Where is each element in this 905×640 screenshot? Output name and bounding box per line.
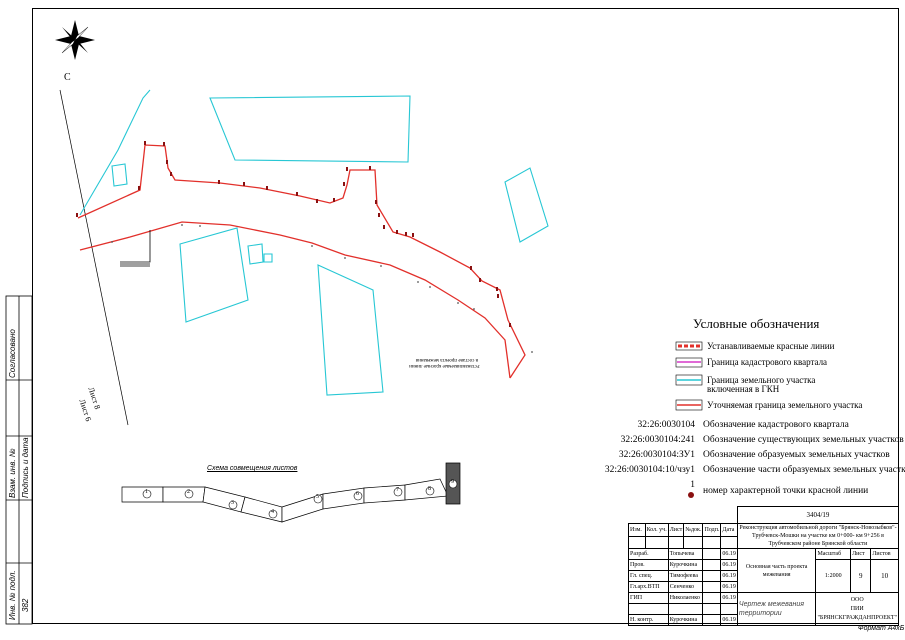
person: Николаенко (667, 592, 704, 604)
date: 06.19 (720, 548, 738, 560)
code-text: Обозначение кадастрового квартала (703, 420, 849, 430)
side-inv-original: Инв. № подл. (8, 570, 17, 620)
sheet-number: 2 (187, 489, 190, 495)
legend-item-boundary: Уточняемая граница земельного участка (707, 400, 863, 410)
role: Н. контр. (628, 614, 669, 626)
callout-lines (120, 230, 151, 267)
scale-label: Масштаб (815, 548, 852, 560)
role: ГИП (628, 592, 669, 604)
legend-item-red-lines: Устанавливаемые красные линии (707, 341, 835, 351)
person: Топычева (667, 548, 704, 560)
sheet-number: 6 (356, 491, 359, 497)
project-code: 3404/19 (736, 506, 900, 524)
compass-rose-icon (55, 20, 95, 60)
role: Пров. (628, 559, 669, 571)
col-header: Изм. (628, 523, 646, 537)
sheet-number: 4 (271, 509, 274, 515)
date: 06.19 (720, 559, 738, 571)
project-title: Реконструкция автомобильной дороги "Брян… (736, 523, 900, 549)
format-label: Формат А4хБ (858, 625, 905, 632)
organization: ООО ПИИ "БРЯНСКГРАЖДАНПРОЕКТ" (815, 592, 899, 626)
date: 06.19 (720, 592, 738, 604)
sheet-number: 1 (145, 489, 148, 495)
axis-line (59, 89, 129, 426)
north-letter: С (64, 72, 71, 83)
code-text: Обозначение существующих земельных участ… (703, 435, 904, 445)
note-line2: в составе проекта межевания (415, 357, 478, 362)
col-header: Дата (720, 523, 738, 537)
code-text: Обозначение части образуемых земельных у… (703, 465, 905, 475)
side-inv-replaced: Взам. инв. № (8, 448, 17, 498)
legend-item-gkn: Граница земельного участка включенная в … (707, 375, 816, 394)
red-boundary-upper (77, 144, 526, 379)
code-text: Обозначение образуемых земельных участко… (703, 450, 890, 460)
sheet-number: 9 (451, 479, 454, 485)
org-line1: ООО (850, 596, 864, 603)
code-value: 1 (690, 480, 695, 490)
person: Тимофеева (667, 570, 704, 582)
side-inv-number: 382 (21, 598, 30, 612)
col-header: Кол. уч. (644, 523, 669, 537)
note-line1: Устанавливаемые красные линии (409, 363, 480, 368)
side-agreed: Согласовано (8, 329, 17, 378)
legend-item-quarter: Граница кадастрового квартала (707, 357, 828, 367)
legend-swatches (675, 341, 703, 498)
sheet-label: Лист (850, 548, 872, 560)
drawing-name: Чертеж межевания территории (736, 592, 817, 626)
col-header: Лист (667, 523, 685, 537)
sheets-label: Листов (870, 548, 899, 560)
section-name: Основная часть проекта межевания (736, 548, 817, 593)
legend-title: Условные обозначения (693, 316, 820, 331)
code-value: 32:26:0030104 (637, 420, 695, 430)
person: Курочкина (667, 614, 704, 626)
org-line2: ПИИ "БРЯНСКГРАЖДАНПРОЕКТ" (817, 605, 897, 621)
person: Курочкина (667, 559, 704, 571)
date: 06.19 (720, 581, 738, 593)
code-value: 32:26:0030104:241 (620, 435, 695, 445)
role: Разраб. (628, 548, 669, 560)
code-value: 32:26:0030104:ЗУ1 (618, 450, 695, 460)
sheet-number: 3 (231, 500, 234, 506)
date: 06.19 (720, 614, 738, 626)
code-text: номер характерной точки красной линии (703, 486, 869, 496)
person: Сенченко (667, 581, 704, 593)
lower-points (111, 224, 533, 353)
col-header: Подп. (702, 523, 722, 537)
cadastral-parcels (79, 89, 549, 396)
scheme-title: Схема совмещения листов (207, 465, 298, 472)
red-boundary-lower (79, 221, 511, 379)
role: Гл. спец. (628, 570, 669, 582)
date: 06.19 (720, 570, 738, 582)
scale-value: 1:2000 (815, 559, 852, 593)
code-value: 32:26:0030104:10/чзу1 (604, 465, 695, 475)
boundary-points (76, 141, 511, 327)
drawing-frame (32, 8, 899, 624)
col-header: №док. (683, 523, 704, 537)
title-block: 3404/19 Изм. Кол. уч. Лист №док. Подп. Д… (628, 506, 900, 626)
side-stamp-grid (5, 295, 33, 625)
sheets-value: 10 (870, 559, 899, 593)
sheet-number: 5 (316, 494, 319, 500)
sheet-scheme (121, 462, 461, 523)
sheet-number: 8 (428, 486, 431, 492)
sheet-number: 7 (396, 487, 399, 493)
role: Гл.арх.ВТП (628, 581, 669, 593)
sheet-value: 9 (850, 559, 872, 593)
sheet-number-circles (142, 479, 458, 519)
side-sign-date: Подпись и дата (21, 437, 30, 498)
